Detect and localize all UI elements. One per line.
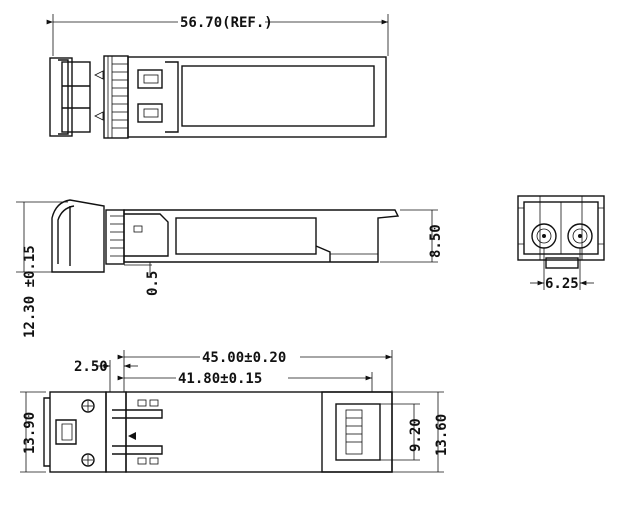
dim-front-offset: 2.50 bbox=[74, 359, 108, 375]
screw-bottom-icon bbox=[81, 453, 95, 467]
dim-body-length: 45.00±0.20 bbox=[202, 350, 286, 366]
dim-inner-length: 41.80±0.15 bbox=[178, 371, 262, 387]
bottom-view: 45.00±0.20 41.80±0.15 2.50 bbox=[20, 350, 450, 473]
dim-width-rear: 13.60 bbox=[434, 414, 450, 456]
side-view: 12.30 ±0.15 0.5 8.50 bbox=[16, 199, 444, 338]
screw-top-icon bbox=[81, 399, 95, 413]
dim-height-side: 8.50 bbox=[428, 224, 444, 258]
dim-connector-width: 9.20 bbox=[408, 418, 424, 452]
dim-width-front: 13.90 bbox=[22, 412, 38, 454]
dim-overall-length: 56.70(REF.) bbox=[180, 15, 273, 31]
dim-port-pitch: 6.25 bbox=[545, 276, 579, 292]
top-view: 56.70(REF.) bbox=[46, 14, 389, 139]
dim-latch-offset: 0.5 bbox=[145, 271, 161, 296]
dim-total-height: 12.30 ±0.15 bbox=[22, 245, 38, 338]
front-view: 6.25 bbox=[517, 195, 605, 292]
